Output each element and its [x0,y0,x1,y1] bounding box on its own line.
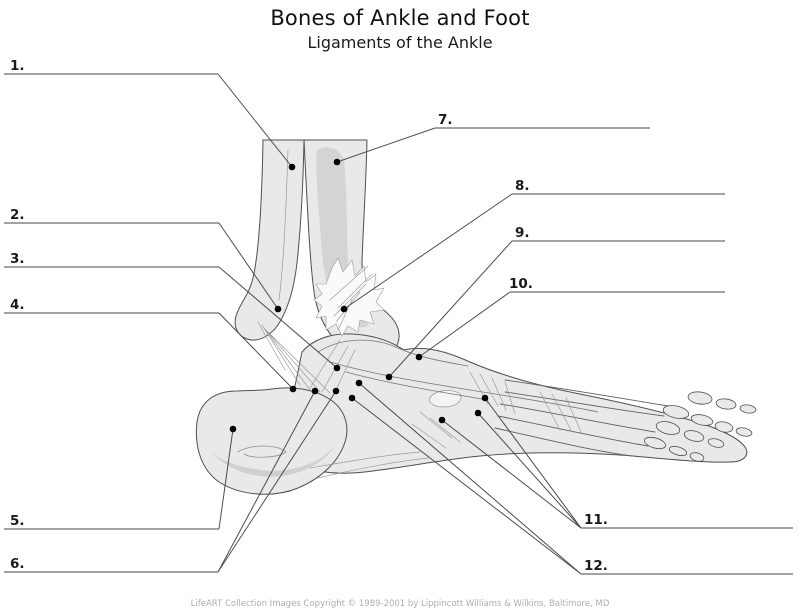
label-number-2: 2. [10,207,25,223]
label-number-3: 3. [10,251,25,267]
label-8: 8. [340,178,725,313]
leader-line-10-1 [418,291,511,358]
label-number-11: 11. [584,512,608,528]
label-10: 10. [415,276,725,361]
label-2: 2. [4,207,282,313]
leader-line-6-2 [217,390,337,573]
page-subtitle: Ligaments of the Ankle [307,33,493,52]
label-number-6: 6. [10,556,25,572]
copyright-footer: LifeART Collection Images Copyright © 19… [190,599,610,609]
label-number-7: 7. [438,112,453,128]
leader-line-8-1 [343,193,513,310]
label-number-4: 4. [10,297,25,313]
leader-line-4-1 [218,312,294,390]
heel-shadow [212,444,336,477]
calcaneus-bone [195,387,348,495]
target-dot-8-1 [340,305,348,313]
target-dot-6-2 [332,387,340,395]
labels-layer: 1. 2. 3. 4. 5. 6. 7. 8. 9. 10. 11. 12. [4,58,793,575]
leader-line-6-1 [217,390,316,573]
target-dot-11-1 [481,394,489,402]
label-9: 9. [385,225,725,381]
ankle-foot-illustration [195,139,757,495]
leader-line-12-1 [358,382,582,575]
dorsal-tendons [329,361,599,413]
leader-line-9-1 [388,240,513,378]
leader-line-12-2 [351,397,582,575]
target-dot-5-1 [229,425,237,433]
label-11: 11. [438,394,793,529]
label-3: 3. [4,251,341,372]
label-7: 7. [333,112,650,166]
label-5: 5. [4,425,237,530]
label-number-9: 9. [515,225,530,241]
target-dot-11-3 [438,416,446,424]
midfoot-oval [429,390,462,408]
leader-line-2-1 [218,222,279,310]
target-dot-12-1 [355,379,363,387]
target-dot-12-2 [348,394,356,402]
target-dot-3-1 [333,364,341,372]
target-dot-4-1 [289,385,297,393]
target-dot-10-1 [415,353,423,361]
metatarsals [494,379,669,457]
target-dot-7-1 [333,158,341,166]
target-dot-11-2 [474,409,482,417]
fibula-contour [278,149,289,301]
ligament-striations [257,265,583,479]
target-dot-2-1 [274,305,282,313]
leader-line-1-1 [217,73,293,168]
label-number-12: 12. [584,558,608,574]
leader-line-11-2 [477,412,582,529]
leader-line-11-3 [441,419,582,529]
label-number-10: 10. [509,276,533,292]
label-1: 1. [4,58,296,171]
label-6: 6. [4,387,340,573]
heel-swirl [237,445,287,458]
leader-line-11-1 [484,397,582,529]
label-number-5: 5. [10,513,25,529]
leader-line-5-1 [218,428,234,530]
target-dot-6-1 [311,387,319,395]
label-number-1: 1. [10,58,25,74]
phalanges [643,391,757,462]
label-12: 12. [348,379,793,575]
label-number-8: 8. [515,178,530,194]
target-dot-1-1 [288,163,296,171]
leader-line-3-1 [218,266,338,369]
target-dot-9-1 [385,373,393,381]
page-title: Bones of Ankle and Foot [270,6,530,30]
talus-arc [317,339,469,367]
label-4: 4. [4,297,297,393]
leader-line-7-1 [336,127,436,163]
